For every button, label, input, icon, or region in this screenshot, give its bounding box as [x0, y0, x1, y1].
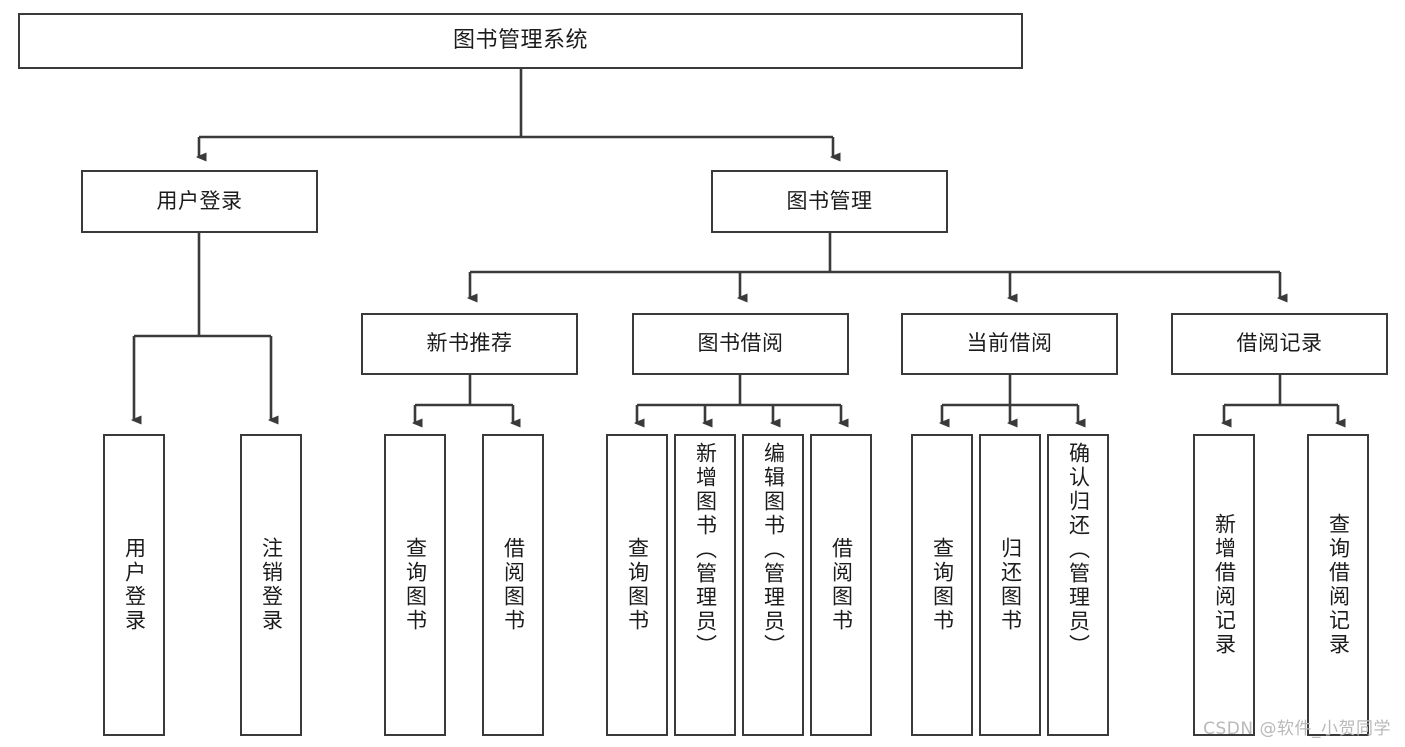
leaf-borrow-borrow-book[interactable]: 借阅图书: [810, 434, 872, 736]
node-label: 归还图书: [998, 537, 1023, 633]
node-root-library-system[interactable]: 图书管理系统: [18, 13, 1023, 69]
node-borrow-record[interactable]: 借阅记录: [1171, 313, 1388, 375]
node-label: 当前借阅: [966, 331, 1053, 356]
node-label: 注销登录: [259, 537, 284, 633]
node-label: 图书管理系统: [452, 27, 588, 53]
node-label: 图书管理: [786, 188, 873, 213]
node-label: 借阅图书: [501, 537, 526, 633]
node-label: 查询图书: [930, 537, 955, 633]
node-current-borrow[interactable]: 当前借阅: [901, 313, 1118, 375]
leaf-record-add-borrow-record[interactable]: 新增借阅记录: [1193, 434, 1255, 736]
node-label: 图书借阅: [697, 331, 784, 356]
leaf-borrow-edit-book-admin[interactable]: 编辑图书（管理员）: [742, 434, 804, 736]
node-label: 借阅记录: [1236, 331, 1323, 356]
node-label: 查询图书: [625, 537, 650, 633]
leaf-user-login[interactable]: 用户登录: [103, 434, 165, 736]
node-label: 查询图书: [403, 537, 428, 633]
csdn-watermark: CSDN @软件_小贺同学: [1203, 719, 1391, 739]
leaf-recommend-query-book[interactable]: 查询图书: [384, 434, 446, 736]
node-label: 用户登录: [156, 188, 243, 213]
node-label: 确认归还（管理员）: [1066, 442, 1091, 658]
leaf-current-confirm-return-admin[interactable]: 确认归还（管理员）: [1047, 434, 1109, 736]
leaf-record-query-borrow-record[interactable]: 查询借阅记录: [1307, 434, 1369, 736]
leaf-borrow-add-book-admin[interactable]: 新增图书（管理员）: [674, 434, 736, 736]
node-book-borrow[interactable]: 图书借阅: [632, 313, 849, 375]
node-label: 编辑图书（管理员）: [761, 442, 786, 658]
leaf-user-logout[interactable]: 注销登录: [240, 434, 302, 736]
leaf-borrow-query-book[interactable]: 查询图书: [606, 434, 668, 736]
node-user-login[interactable]: 用户登录: [81, 170, 318, 233]
node-label: 查询借阅记录: [1326, 513, 1351, 657]
node-label: 用户登录: [122, 537, 147, 633]
node-new-book-recommend[interactable]: 新书推荐: [361, 313, 578, 375]
node-label: 新增图书（管理员）: [693, 442, 718, 658]
leaf-current-return-book[interactable]: 归还图书: [979, 434, 1041, 736]
node-label: 新增借阅记录: [1212, 513, 1237, 657]
leaf-recommend-borrow-book[interactable]: 借阅图书: [482, 434, 544, 736]
node-label: 借阅图书: [829, 537, 854, 633]
node-book-management[interactable]: 图书管理: [711, 170, 948, 233]
leaf-current-query-book[interactable]: 查询图书: [911, 434, 973, 736]
node-label: 新书推荐: [426, 331, 513, 356]
